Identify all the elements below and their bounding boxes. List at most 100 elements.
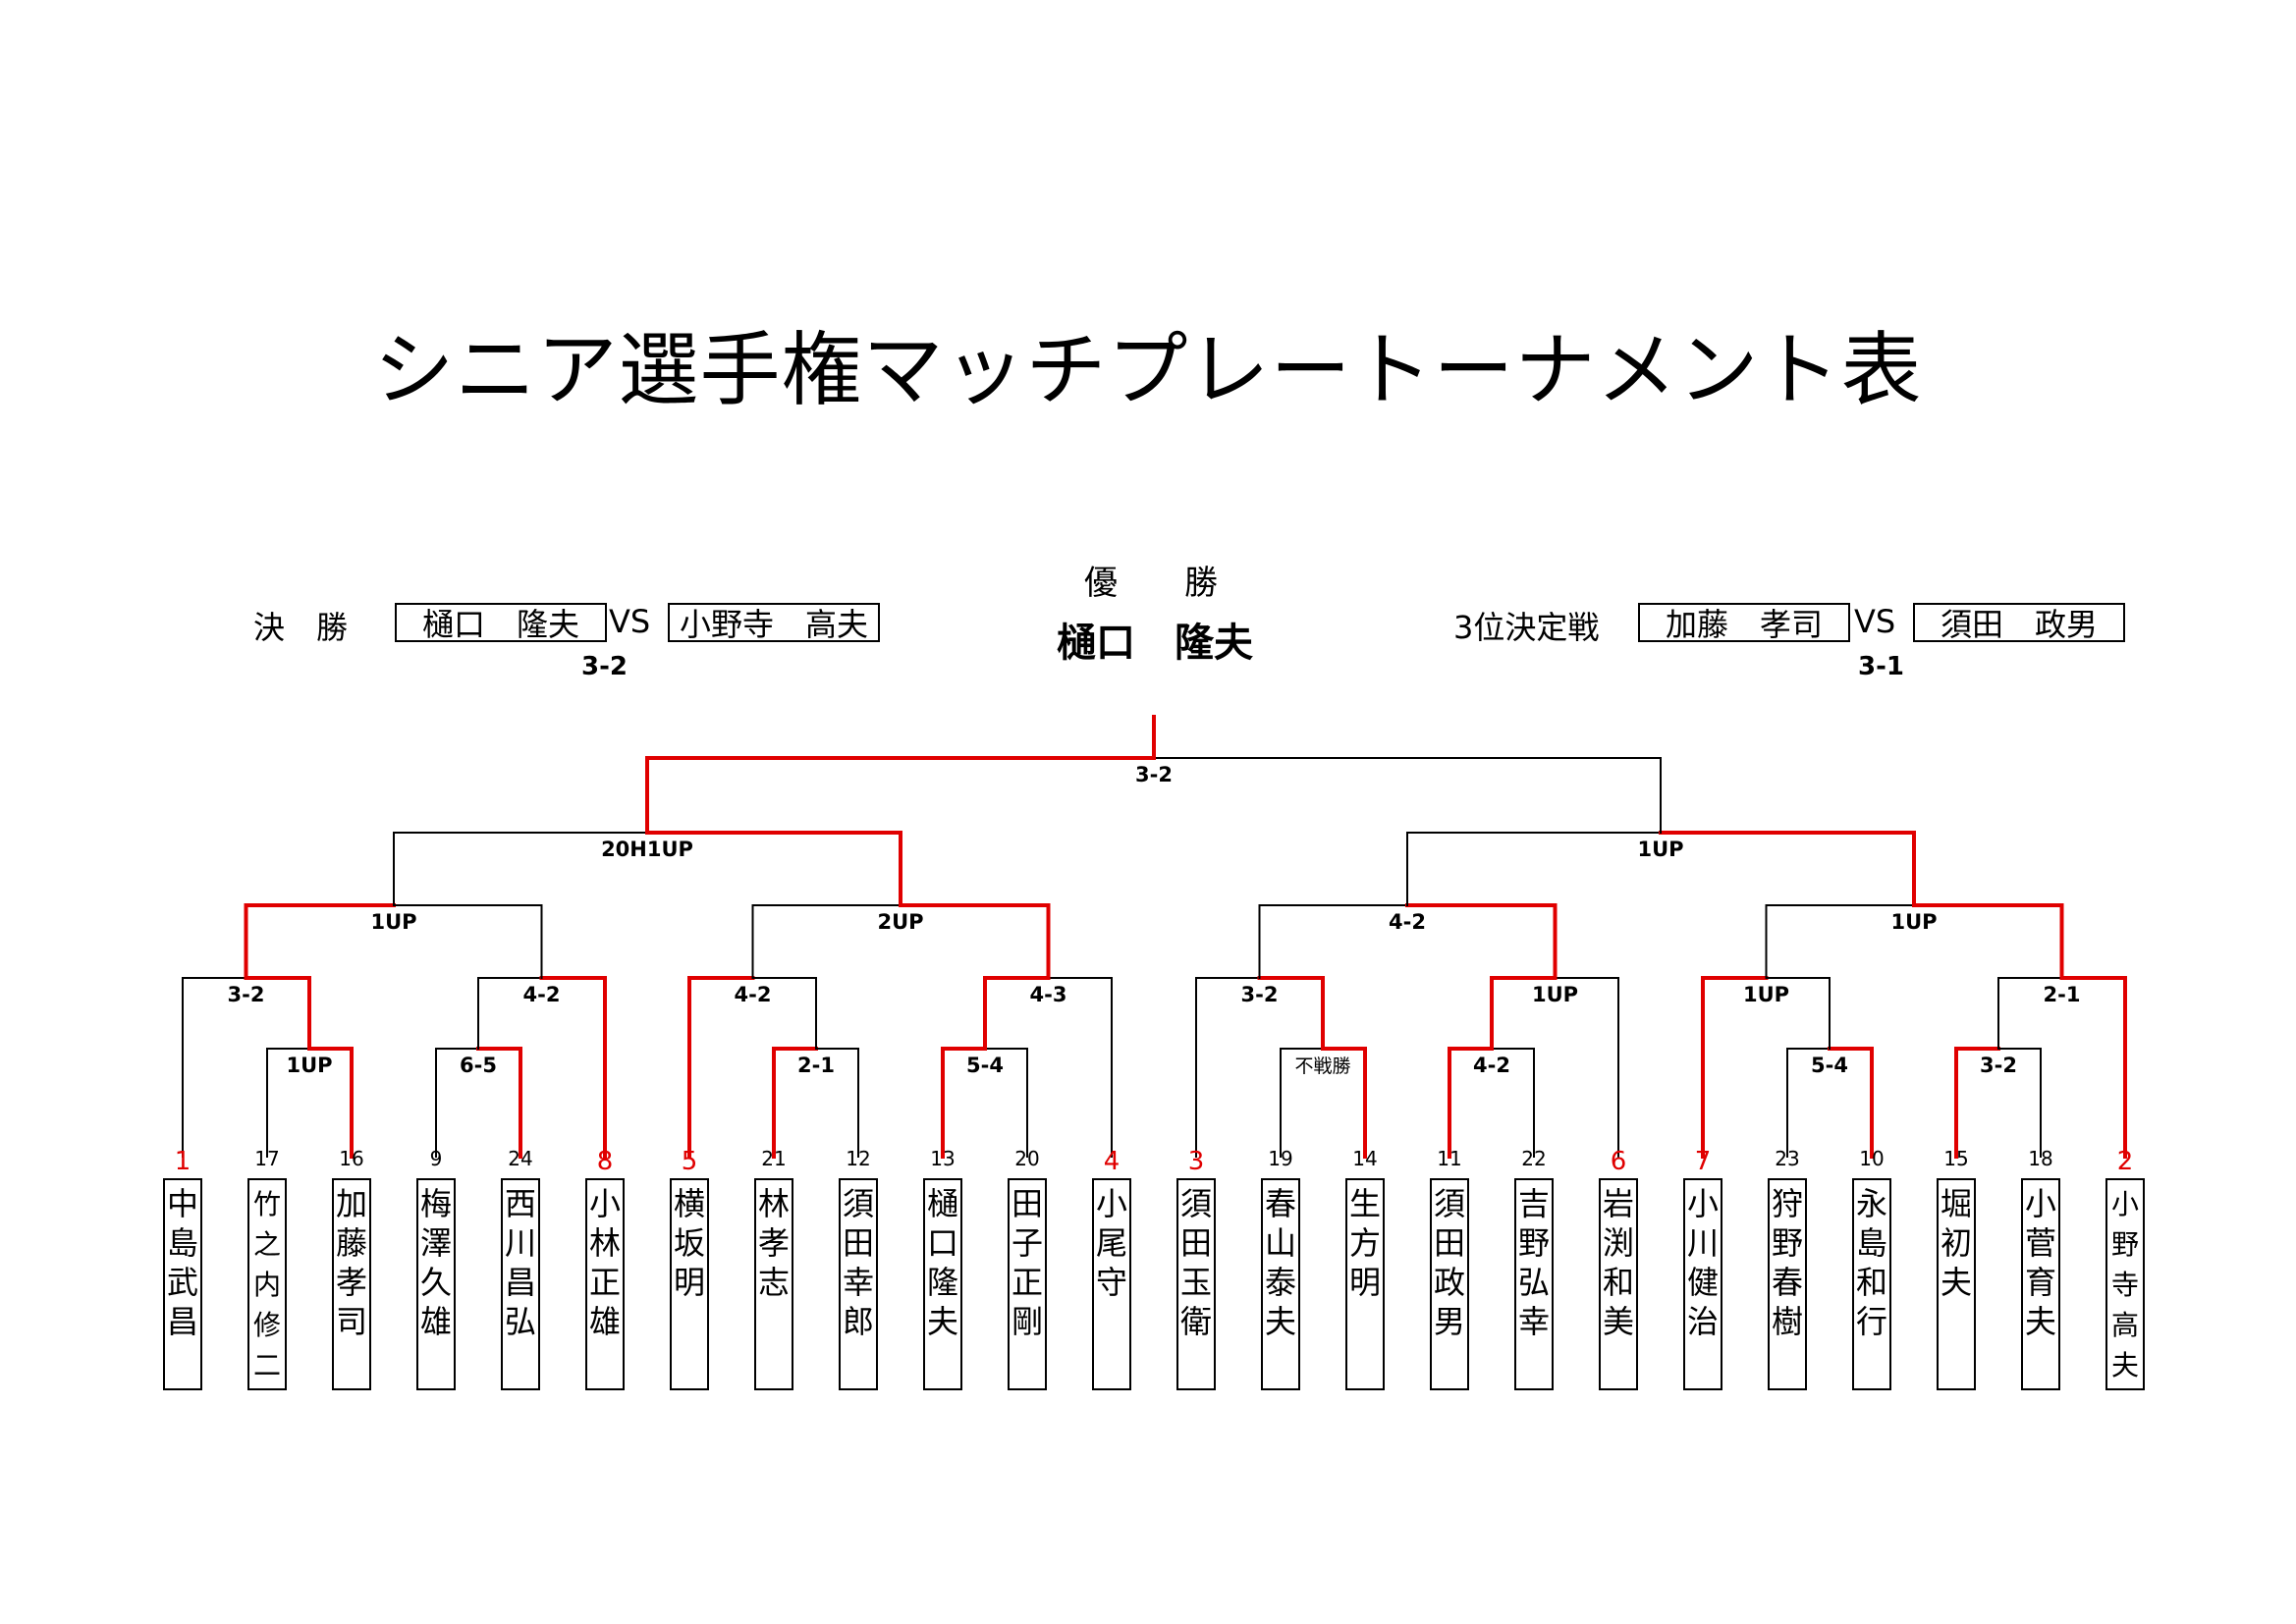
player-seed: 14: [1352, 1147, 1378, 1170]
player-seed: 7: [1694, 1147, 1712, 1176]
match-score: 2UP: [877, 910, 923, 934]
player-name: 春山泰夫: [1264, 1185, 1296, 1340]
match-score: 3-2: [1980, 1054, 2017, 1077]
player-card: 生方 明: [1345, 1178, 1413, 1390]
player-name: 小川健治: [1686, 1185, 1719, 1340]
player-card: 春山泰夫: [1261, 1178, 1300, 1390]
match-score: 3-2: [1241, 983, 1279, 1006]
player-name: 小林正雄: [588, 1185, 621, 1340]
player-card: 須田政男: [1430, 1178, 1469, 1390]
player-seed: 22: [1521, 1147, 1547, 1170]
match-score: 5-4: [966, 1054, 1004, 1077]
player-card: 田子正剛: [1008, 1178, 1047, 1390]
match-score: 2-1: [797, 1054, 835, 1077]
player-card: 竹之内修二: [247, 1178, 287, 1390]
match-score: 5-4: [1811, 1054, 1848, 1077]
player-name: 小尾 守: [1095, 1185, 1160, 1301]
player-card: 中島武昌: [163, 1178, 202, 1390]
third-place-label: 3位決定戦: [1453, 609, 1600, 646]
match-score: 3-2: [228, 983, 265, 1006]
player-card: 永島和行: [1852, 1178, 1891, 1390]
player-seed: 5: [681, 1147, 698, 1176]
final-score: 3-2: [581, 652, 628, 681]
match-score: 4-2: [1473, 1054, 1510, 1077]
player-seed: 9: [429, 1147, 443, 1170]
third-player2: 須田 政男: [1913, 603, 2125, 643]
final-vs: VS: [609, 603, 651, 640]
match-score: 6-5: [460, 1054, 497, 1077]
match-score: 1UP: [1532, 983, 1578, 1006]
final-player1: 樋口 隆夫: [395, 603, 607, 643]
player-card: 小菅育夫: [2021, 1178, 2060, 1390]
player-name: 西川昌弘: [504, 1185, 536, 1340]
player-seed: 19: [1268, 1147, 1293, 1170]
player-name: 小菅育夫: [2024, 1185, 2056, 1340]
match-score: 4-3: [1030, 983, 1067, 1006]
player-name: 竹之内修二: [252, 1188, 281, 1381]
player-seed: 1: [174, 1147, 191, 1176]
player-seed: 20: [1014, 1147, 1040, 1170]
player-seed: 18: [2028, 1147, 2053, 1170]
player-name: 吉野弘幸: [1517, 1185, 1550, 1340]
player-card: 小尾 守: [1092, 1178, 1160, 1390]
player-name: 岩渕和美: [1602, 1185, 1634, 1340]
player-name: 田子正剛: [1011, 1185, 1043, 1340]
match-score: 1UP: [1743, 983, 1789, 1006]
player-card: 小野寺高夫: [2105, 1178, 2145, 1390]
player-card: 西川昌弘: [501, 1178, 540, 1390]
player-card: 須田玉衛: [1176, 1178, 1216, 1390]
player-seed: 8: [596, 1147, 614, 1176]
third-score: 3-1: [1858, 652, 1904, 681]
match-score: 20H1UP: [601, 838, 693, 861]
player-seed: 6: [1610, 1147, 1627, 1176]
player-card: 小川健治: [1683, 1178, 1722, 1390]
player-card: 岩渕和美: [1599, 1178, 1638, 1390]
match-score: 4-2: [523, 983, 561, 1006]
player-name: 梅澤久雄: [419, 1185, 452, 1340]
player-seed: 4: [1103, 1147, 1121, 1176]
match-score: 1UP: [286, 1054, 332, 1077]
player-seed: 16: [339, 1147, 364, 1170]
player-name: 永島和行: [1855, 1185, 1887, 1340]
page-title: シニア選手権マッチプレートーナメント表: [373, 324, 1923, 417]
player-name: 堀 初夫: [1940, 1185, 2004, 1301]
player-name: 横坂 明: [673, 1185, 738, 1301]
match-score: 1UP: [1637, 838, 1683, 861]
match-score: 1UP: [1890, 910, 1937, 934]
player-seed: 2: [2116, 1147, 2134, 1176]
player-name: 林 孝志: [757, 1185, 822, 1301]
player-card: 吉野弘幸: [1514, 1178, 1554, 1390]
match-score: 2-1: [2044, 983, 2081, 1006]
champion-name: 樋口 隆夫: [1057, 621, 1253, 666]
player-name: 狩野春樹: [1771, 1185, 1803, 1340]
player-card: 堀 初夫: [1937, 1178, 2004, 1390]
player-name: 樋口隆夫: [926, 1185, 958, 1340]
player-name: 生方 明: [1348, 1185, 1413, 1301]
match-score: 4-2: [735, 983, 772, 1006]
player-card: 小林正雄: [585, 1178, 625, 1390]
player-name: 中島武昌: [166, 1185, 198, 1340]
match-score: 3-2: [1135, 763, 1173, 786]
player-name: 加藤孝司: [335, 1185, 367, 1340]
player-seed: 12: [846, 1147, 871, 1170]
player-name: 小野寺高夫: [2110, 1188, 2139, 1381]
match-score: 4-2: [1389, 910, 1426, 934]
champion-label: 優 勝: [1084, 564, 1218, 603]
player-name: 須田政男: [1433, 1185, 1465, 1340]
player-name: 須田玉衛: [1179, 1185, 1212, 1340]
player-seed: 11: [1437, 1147, 1462, 1170]
player-seed: 10: [1859, 1147, 1885, 1170]
third-player1: 加藤 孝司: [1638, 603, 1850, 643]
match-score: 1UP: [370, 910, 416, 934]
final-label: 決 勝: [253, 609, 349, 646]
player-seed: 21: [761, 1147, 787, 1170]
player-card: 狩野春樹: [1768, 1178, 1807, 1390]
player-card: 梅澤久雄: [416, 1178, 456, 1390]
player-seed: 24: [508, 1147, 533, 1170]
player-seed: 17: [254, 1147, 280, 1170]
player-seed: 13: [930, 1147, 956, 1170]
third-vs: VS: [1854, 603, 1896, 640]
player-card: 樋口隆夫: [923, 1178, 962, 1390]
player-card: 横坂 明: [670, 1178, 738, 1390]
